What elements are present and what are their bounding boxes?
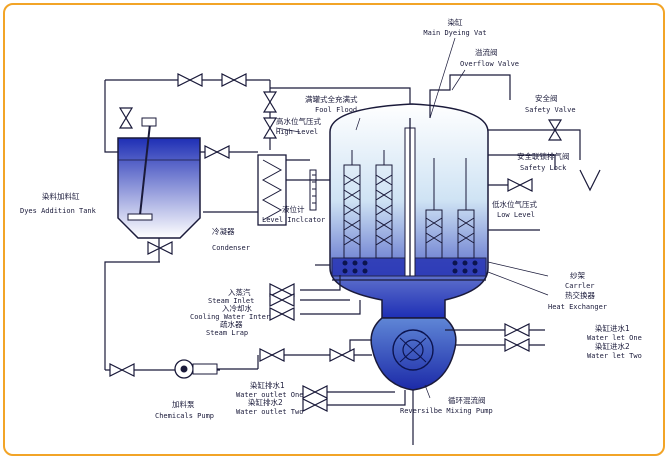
cooling-water-en: Cooling Water Inter	[190, 313, 270, 321]
cooling-water-cn: 入冷却水	[222, 303, 252, 313]
steam-trap-cn: 疏水器	[220, 319, 243, 329]
carrier-cn: 纱架	[570, 271, 585, 280]
safety-valve-cn: 安全阀	[535, 93, 558, 103]
full-flood-cn: 满罐式全充满式	[305, 94, 358, 104]
chemicals-pump-en: Chemicals Pump	[155, 412, 214, 420]
overflow-valve-cn: 溢流阀	[475, 47, 498, 57]
valve-icon	[504, 338, 530, 352]
heat-exchanger-en: Heat Exchanger	[548, 303, 607, 311]
valve-icon	[147, 241, 173, 255]
labels: 染缸 Main Dyeing Vat 溢流阀 Overflow Valve 安全…	[20, 17, 642, 420]
outlet-2-en: Water outlet Two	[236, 408, 303, 416]
steam-trap-en: Steam Lrap	[206, 329, 248, 337]
water-inlet-1-en: Water let One	[587, 334, 642, 342]
mixing-pump-en: Reversilbe Mixing Pump	[400, 407, 493, 415]
valve-icon	[204, 145, 230, 159]
valve-icon	[177, 73, 203, 87]
low-level-en: Low Level	[497, 211, 535, 219]
valves	[109, 73, 563, 412]
valve-icon	[262, 91, 278, 113]
valve-icon	[118, 107, 134, 129]
valve-icon	[262, 117, 278, 139]
dyes-tank-cn: 染料加料缸	[42, 191, 80, 201]
dyes-addition-tank	[117, 117, 201, 262]
chemicals-pump	[174, 355, 259, 379]
leader-lines	[275, 37, 549, 399]
water-inlet-1-cn: 染缸进水1	[595, 323, 630, 333]
level-indicator-cn: 液位计	[282, 204, 305, 214]
safety-lock-en: Safety Lock	[520, 164, 567, 172]
water-inlet-2-en: Water let Two	[587, 352, 642, 360]
heat-exchanger-cn: 热交换器	[565, 290, 595, 300]
valve-icon	[302, 385, 328, 399]
outlet-2-cn: 染缸排水2	[248, 397, 283, 407]
condenser-en: Condenser	[212, 244, 250, 252]
outlet-1-cn: 染缸排水1	[250, 380, 285, 390]
valve-icon	[504, 323, 530, 337]
valve-icon	[221, 73, 247, 87]
safety-valve-icon	[547, 119, 563, 141]
level-indicator-en: Level Inclcator	[262, 216, 325, 224]
mixing-pump-cn: 循环混流阀	[448, 395, 486, 405]
outlet-1-en: Water outlet One	[236, 391, 303, 399]
main-vat-cn: 染缸	[448, 17, 463, 27]
valve-icon	[329, 348, 355, 362]
chemicals-pump-cn: 加料泵	[172, 399, 195, 409]
dyes-tank-en: Dyes Addition Tank	[20, 207, 97, 215]
valve-icon	[259, 348, 285, 362]
main-dyeing-vat	[329, 103, 489, 319]
safety-lock-cn: 安全联锁排气阀	[517, 151, 570, 161]
valve-icon	[507, 178, 533, 192]
valve-icon	[269, 307, 295, 321]
valve-icon	[269, 283, 295, 297]
condenser-cn: 冷凝器	[212, 226, 235, 236]
valve-icon	[269, 293, 295, 307]
valve-icon	[109, 363, 135, 377]
main-vat-en: Main Dyeing Vat	[423, 29, 486, 37]
high-level-cn: 高水位气压式	[276, 116, 321, 126]
high-level-en: High Level	[276, 128, 318, 136]
safety-valve-en: Safety Valve	[525, 106, 576, 114]
valve-icon	[302, 398, 328, 412]
condenser	[257, 154, 317, 226]
water-inlet-2-cn: 染缸进水2	[595, 341, 630, 351]
reversible-mixing-pump-vessel	[370, 317, 457, 391]
low-level-cn: 低水位气压式	[492, 199, 537, 209]
steam-inlet-en: Steam Inlet	[208, 297, 254, 305]
steam-inlet-cn: 入蒸汽	[228, 287, 251, 297]
full-flood-en: Fool Flood	[315, 106, 357, 114]
carrier-en: Carrler	[565, 282, 595, 290]
overflow-valve-en: Overflow Valve	[460, 60, 519, 68]
